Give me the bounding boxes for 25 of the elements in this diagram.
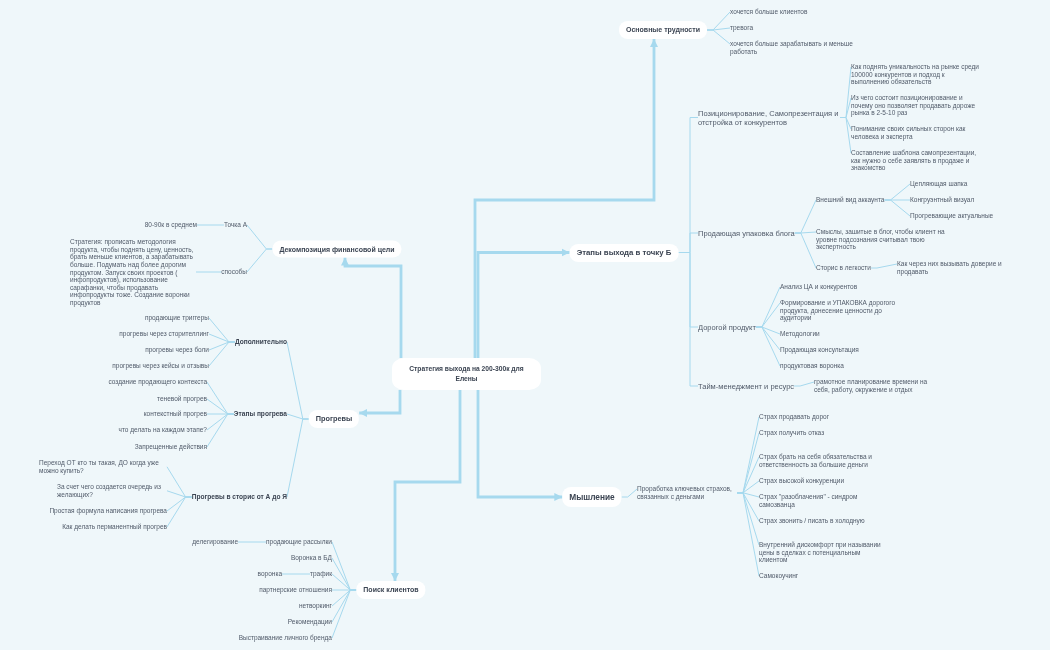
connector-line [206,413,235,448]
arrow [359,390,402,417]
connector-line [621,488,638,498]
connector-line [246,248,273,273]
arrow [476,390,563,501]
connector-line [166,496,193,528]
connector-line [281,573,311,575]
connector-line [237,541,267,543]
connector-line [839,117,852,154]
arrow [341,257,403,358]
arrow [391,390,462,581]
connector-line [794,232,817,269]
connector-line [793,381,815,387]
arrow [473,39,658,358]
connector-line [677,252,699,387]
connector-line [884,199,911,217]
connector-line [195,271,222,273]
topic-box: Мышление [562,487,622,507]
connector-line [706,29,731,45]
connector-line [870,263,898,269]
arrow [476,248,570,358]
connector-line [286,418,310,498]
connector-line [208,341,236,367]
connector-line [755,326,781,367]
connector-line [196,224,225,226]
